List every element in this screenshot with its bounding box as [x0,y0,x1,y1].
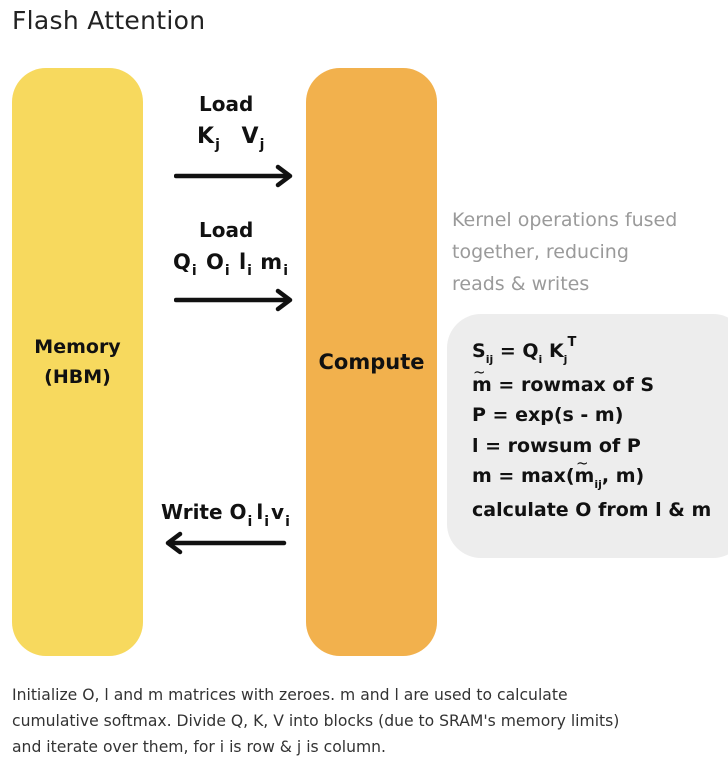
caption-line2: cumulative softmax. Divide Q, K, V into … [12,712,620,730]
var-m: mi [260,250,288,279]
fusion-note-line2: together, reducing [452,241,629,263]
op-exp: P = exp(s - m) [472,404,624,426]
memory-block: Memory (HBM) [12,68,143,656]
operations-panel [447,314,728,558]
load-kv-label: Load [199,92,254,116]
var-o: Oi [205,250,230,279]
load-qolm-vars: Qi Oi li mi [173,250,288,279]
load-qolm-arrow [174,288,293,312]
memory-label-line1: Memory [34,336,121,358]
op-max: m = max(m~ij, m) [472,454,645,491]
write-var-l: li [256,500,270,530]
compute-label: Compute [319,350,425,374]
op-scores: Sij = Qi KjT [472,335,577,366]
load-kv-vars: Kj Vj [197,124,265,153]
fusion-note-line1: Kernel operations fused [452,209,678,231]
fusion-note: Kernel operations fused together, reduci… [452,204,722,300]
caption-line1: Initialize O, l and m matrices with zero… [12,686,568,704]
op-rowsum: l = rowsum of P [472,434,641,457]
memory-label-line2: (HBM) [44,366,111,388]
load-kv-arrow [174,164,293,188]
memory-label: Memory (HBM) [34,332,120,392]
var-k: Kj [197,124,220,153]
write-var-v: vi [271,500,290,530]
compute-label-text: Compute [318,350,425,374]
var-l: li [238,250,252,279]
write-var-o: Oi [229,500,253,530]
var-v: Vj [241,124,265,153]
caption-line3: and iterate over them, for i is row & j … [12,738,386,756]
write-arrow [165,531,287,555]
diagram-title: Flash Attention [12,6,206,35]
op-rowmax: ~m = rowmax of S [472,362,655,396]
op-calc-o: calculate O from l & m [472,498,712,521]
compute-block: Compute [306,68,437,656]
load-qolm-label: Load [199,218,254,242]
var-q: Qi [173,250,197,279]
operations-list: Sij = Qi KjT ~m = rowmax of S P = exp(s … [472,335,712,525]
fusion-note-line3: reads & writes [452,273,590,295]
diagram-caption: Initialize O, l and m matrices with zero… [12,682,724,760]
